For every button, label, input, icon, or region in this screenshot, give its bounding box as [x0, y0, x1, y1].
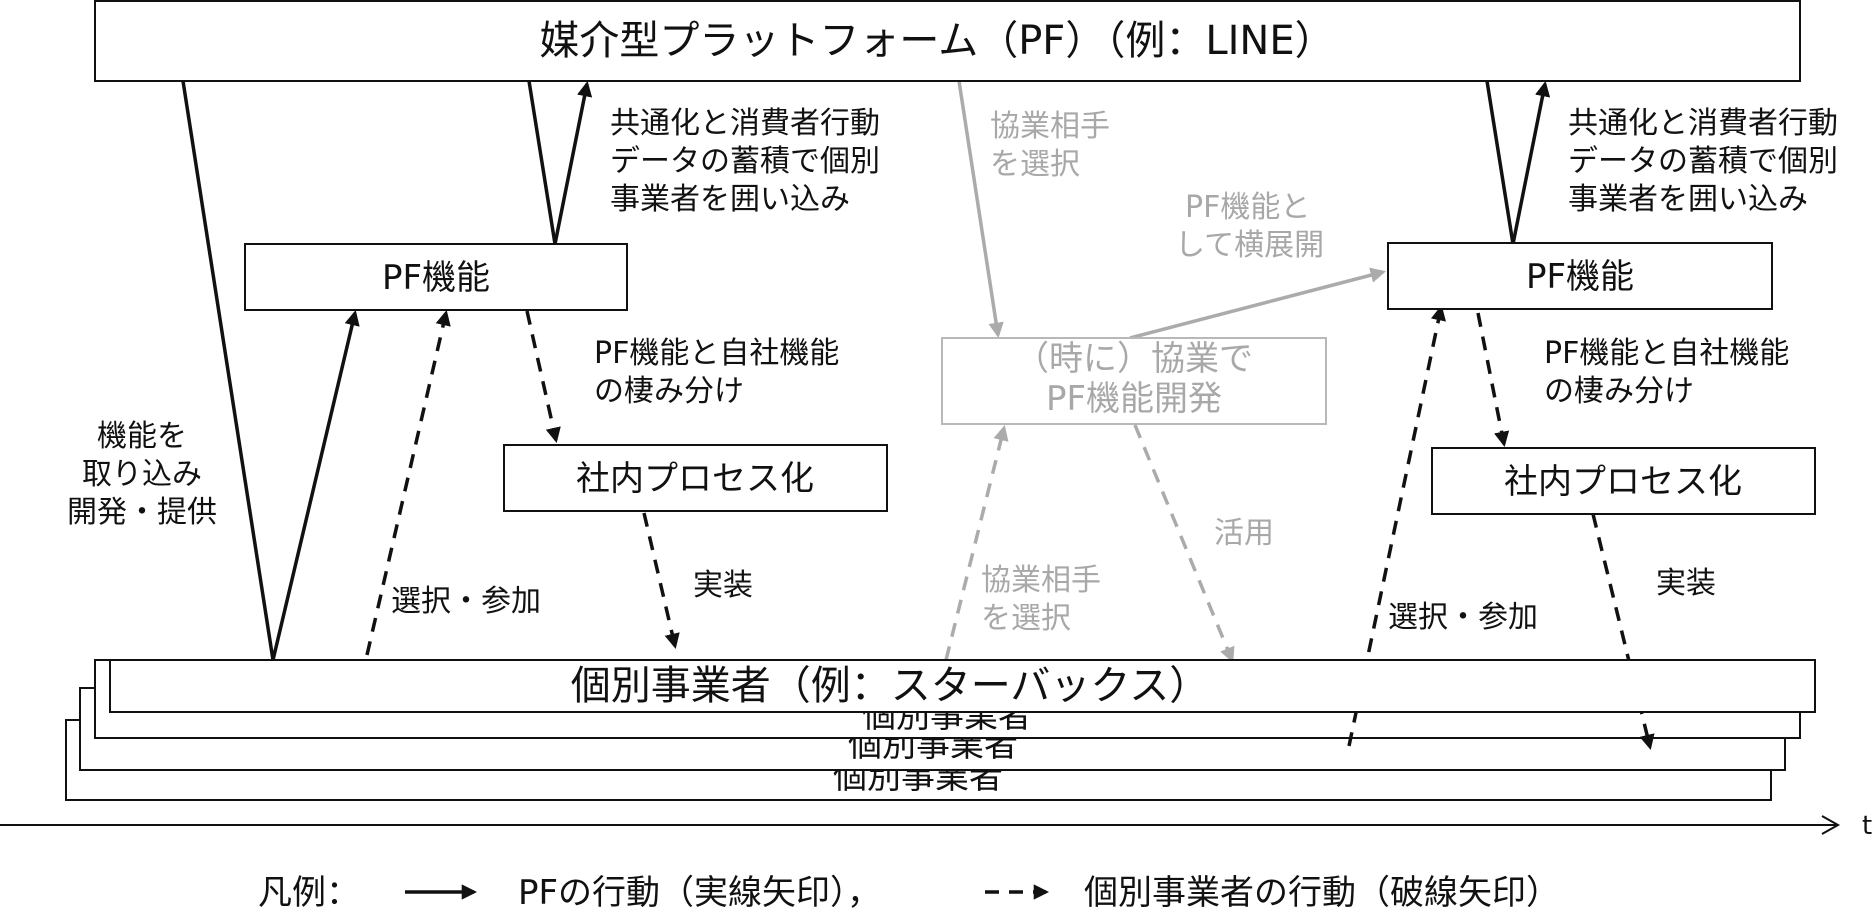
arrows [181, 80, 1655, 750]
legend-dashed-label: 個別事業者の行動（破線矢印） [1084, 873, 1560, 913]
pf-function-box-left [244, 243, 628, 311]
annotation-partner-top: 協業相手 を選択 [990, 109, 1110, 182]
annotation-select-left: 選択・参加 [391, 584, 541, 619]
dashed-arrow-select-left [365, 309, 451, 656]
annotation-line: 機能を [97, 419, 187, 454]
solid-arrow-enclose-left [553, 80, 593, 245]
internal-process-box-right [1431, 447, 1816, 515]
solid-line-pf-fn-right [1485, 80, 1515, 245]
platform-box-label: 媒介型プラットフォーム（PF）（例：LINE） [539, 18, 1334, 64]
internal-process-label-left: 社内プロセス化 [576, 459, 814, 499]
annotation-adopt: 機能を 取り込み 開発・提供 [67, 419, 217, 530]
collaboration-label-2: PF機能開発 [1046, 379, 1222, 419]
time-axis-label: t [1862, 811, 1872, 841]
annotation-select-right: 選択・参加 [1388, 600, 1538, 635]
annotation-line: の棲み分け [594, 374, 744, 409]
annotation-expand: PF機能と して横展開 [1175, 190, 1324, 263]
annotation-line: 協業相手 [981, 563, 1101, 598]
annotation-implement-right: 実装 [1656, 566, 1716, 601]
internal-process-box-left [503, 444, 888, 512]
annotation-line: 取り込み [82, 457, 202, 492]
collaboration-label-1: （時に）協業で [1015, 339, 1253, 379]
annotation-divide-left: PF機能と自社機能 の棲み分け [594, 336, 839, 409]
pf-function-label-right: PF機能 [1526, 257, 1634, 297]
business-box-front-label: 個別事業者（例：スターバックス） [571, 663, 1209, 709]
solid-line-pf-down [181, 80, 275, 661]
legend: 凡例： PFの行動（実線矢印）， 個別事業者の行動（破線矢印） [258, 873, 1560, 913]
internal-process-label-right: 社内プロセス化 [1504, 462, 1742, 502]
solid-arrow-adopt [271, 310, 360, 661]
solid-line-pf-fn-left [527, 80, 557, 245]
gray-dashed-arrow-partner-bottom [944, 425, 1009, 661]
pf-function-box-right [1387, 242, 1773, 310]
annotation-line: して横展開 [1175, 228, 1324, 263]
dashed-arrow-implement-left [642, 512, 680, 649]
dashed-arrow-divide-right [1476, 312, 1510, 448]
platform-box [94, 0, 1801, 82]
time-axis-arrowhead [1821, 815, 1841, 835]
annotation-line: 共通化と消費者行動 [610, 106, 880, 141]
gray-arrow-expand [1129, 267, 1386, 340]
annotation-divide-right: PF機能と自社機能 の棲み分け [1544, 336, 1789, 409]
annotation-line: PF機能と自社機能 [1544, 336, 1789, 371]
annotation-line: データの蓄積で個別 [610, 144, 880, 179]
annotation-line: を選択 [981, 601, 1071, 636]
annotation-line: データの蓄積で個別 [1568, 144, 1838, 179]
annotation-use: 活用 [1214, 516, 1274, 551]
solid-arrow-enclose-right [1511, 80, 1551, 245]
annotation-line: 事業者を囲い込み [610, 182, 850, 217]
pf-function-label-left: PF機能 [382, 258, 490, 298]
gray-arrow-partner-top [957, 80, 1004, 339]
annotation-partner-bottom: 協業相手 を選択 [981, 563, 1101, 636]
collaboration-box [941, 337, 1327, 425]
annotation-line: の棲み分け [1544, 374, 1694, 409]
annotation-implement-left: 実装 [693, 568, 753, 603]
annotation-line: PF機能と [1185, 190, 1310, 225]
gray-dashed-arrow-use [1133, 424, 1235, 663]
dashed-arrow-divide-left [525, 310, 561, 444]
legend-solid-label: PFの行動（実線矢印）， [518, 873, 881, 913]
annotation-enclose-right: 共通化と消費者行動 データの蓄積で個別 事業者を囲い込み [1568, 106, 1838, 217]
legend-prefix: 凡例： [258, 873, 360, 913]
annotation-line: 共通化と消費者行動 [1568, 106, 1838, 141]
annotation-line: 事業者を囲い込み [1568, 182, 1808, 217]
annotation-line: PF機能と自社機能 [594, 336, 839, 371]
annotation-enclose-left: 共通化と消費者行動 データの蓄積で個別 事業者を囲い込み [610, 106, 880, 217]
annotation-line: 開発・提供 [67, 495, 217, 530]
annotation-line: を選択 [990, 147, 1080, 182]
annotation-line: 協業相手 [990, 109, 1110, 144]
business-box-front [109, 659, 1816, 713]
